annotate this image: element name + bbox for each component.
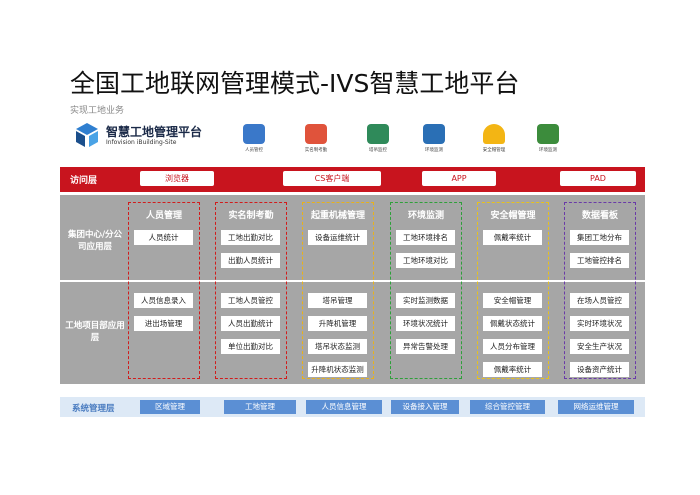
module-column: 环境监测工地环境排名工地环境对比实时监测数据环境状况统计异常告警处理 <box>390 202 462 379</box>
site-function-item[interactable]: 设备资产统计 <box>570 362 629 377</box>
module-column: 起重机械管理设备运维统计塔吊管理升降机管理塔吊状态监测升降机状态监测 <box>302 202 374 379</box>
feature-icon-label: 环境监测 <box>425 148 443 153</box>
group-function-item[interactable]: 设备运维统计 <box>308 230 367 245</box>
group-function-item[interactable]: 工地环境排名 <box>396 230 455 245</box>
module-column: 实名制考勤工地出勤对比出勤人员统计工地人员管控人员出勤统计单位出勤对比 <box>215 202 287 379</box>
dashboard-icon <box>537 124 559 144</box>
access-layer: 访问层 浏览器 CS客户端 APP PAD <box>60 167 645 192</box>
logo-cube-icon <box>76 123 98 147</box>
site-function-item[interactable]: 在场人员管控 <box>570 293 629 308</box>
sys-device-access-management[interactable]: 设备接入管理 <box>391 400 459 414</box>
site-layer-label: 工地项目部应用层 <box>65 321 125 343</box>
group-function-item[interactable]: 集团工地分布 <box>570 230 629 245</box>
site-function-item[interactable]: 塔吊状态监测 <box>308 339 367 354</box>
page-subtitle: 实现工地业务 <box>70 106 125 116</box>
site-function-item[interactable]: 升降机管理 <box>308 316 367 331</box>
site-function-item[interactable]: 人员出勤统计 <box>221 316 280 331</box>
feature-icon-item[interactable]: 塔吊监控 <box>354 122 402 162</box>
module-title: 起重机械管理 <box>310 211 365 221</box>
sys-personnel-info-management[interactable]: 人员信息管理 <box>306 400 382 414</box>
feature-icon-item[interactable]: 安全帽管理 <box>470 122 518 162</box>
access-layer-label: 访问层 <box>70 176 98 186</box>
calendar-icon <box>305 124 327 144</box>
site-function-item[interactable]: 工地人员管控 <box>221 293 280 308</box>
group-function-item[interactable]: 人员统计 <box>134 230 193 245</box>
group-function-item[interactable]: 工地管控排名 <box>570 253 629 268</box>
sys-region-management[interactable]: 区域管理 <box>140 400 200 414</box>
site-function-item[interactable]: 安全帽管理 <box>483 293 542 308</box>
feature-icon-label: 塔吊监控 <box>369 148 387 153</box>
module-column: 数据看板集团工地分布工地管控排名在场人员管控实时环境状况安全生产状况设备资产统计 <box>564 202 636 379</box>
logo-subtitle: Infovision iBuilding-Site <box>106 139 177 146</box>
logo-title: 智慧工地管理平台 <box>106 125 203 139</box>
module-title: 人员管理 <box>145 211 182 221</box>
module-title: 实名制考勤 <box>228 211 274 221</box>
feature-icon-label: 环境监测 <box>539 148 557 153</box>
person-icon <box>243 124 265 144</box>
group-layer-label: 集团中心/分公司应用层 <box>67 230 123 252</box>
system-layer: 系统管理层 区域管理 工地管理 人员信息管理 设备接入管理 综合管控管理 网络运… <box>60 397 645 417</box>
access-app[interactable]: APP <box>422 171 496 186</box>
feature-icon-item[interactable]: 环境监测 <box>410 122 458 162</box>
feature-icon-label: 实名制考勤 <box>304 148 328 153</box>
access-browser[interactable]: 浏览器 <box>140 171 214 186</box>
page-title: 全国工地联网管理模式-IVS智慧工地平台 <box>70 69 520 98</box>
group-function-item[interactable]: 工地出勤对比 <box>221 230 280 245</box>
feature-icon-item[interactable]: 人员管控 <box>230 122 278 162</box>
crane-monitor-icon <box>367 124 389 144</box>
feature-icon-label: 安全帽管理 <box>482 148 506 153</box>
module-column: 安全帽管理佩戴率统计安全帽管理佩戴状态统计人员分布管理佩戴率统计 <box>477 202 549 379</box>
group-function-item[interactable]: 工地环境对比 <box>396 253 455 268</box>
site-function-item[interactable]: 安全生产状况 <box>570 339 629 354</box>
feature-icon-row: 人员管控 实名制考勤 塔吊监控 环境监测 安全帽管理 环境监测 <box>230 122 570 162</box>
access-pad[interactable]: PAD <box>560 171 636 186</box>
sys-network-ops-management[interactable]: 网络运维管理 <box>558 400 634 414</box>
logo: 智慧工地管理平台 Infovision iBuilding-Site <box>72 120 202 154</box>
group-function-item[interactable]: 佩戴率统计 <box>483 230 542 245</box>
feature-icon-label: 人员管控 <box>245 148 263 153</box>
site-function-item[interactable]: 人员信息录入 <box>134 293 193 308</box>
access-cs-client[interactable]: CS客户端 <box>283 171 381 186</box>
sys-integrated-control-management[interactable]: 综合管控管理 <box>470 400 545 414</box>
site-function-item[interactable]: 进出场管理 <box>134 316 193 331</box>
site-function-item[interactable]: 佩戴状态统计 <box>483 316 542 331</box>
system-layer-label: 系统管理层 <box>72 404 115 414</box>
site-function-item[interactable]: 异常告警处理 <box>396 339 455 354</box>
feature-icon-item[interactable]: 实名制考勤 <box>292 122 340 162</box>
site-function-item[interactable]: 人员分布管理 <box>483 339 542 354</box>
site-function-item[interactable]: 塔吊管理 <box>308 293 367 308</box>
module-title: 安全帽管理 <box>490 211 536 221</box>
sys-site-management[interactable]: 工地管理 <box>224 400 296 414</box>
group-function-item[interactable]: 出勤人员统计 <box>221 253 280 268</box>
module-column: 人员管理人员统计人员信息录入进出场管理 <box>128 202 200 379</box>
module-title: 环境监测 <box>407 211 444 221</box>
site-function-item[interactable]: 升降机状态监测 <box>308 362 367 377</box>
site-function-item[interactable]: 佩戴率统计 <box>483 362 542 377</box>
site-function-item[interactable]: 环境状况统计 <box>396 316 455 331</box>
helmet-icon <box>483 124 505 144</box>
feature-icon-item[interactable]: 环境监测 <box>524 122 572 162</box>
module-title: 数据看板 <box>581 211 618 221</box>
site-function-item[interactable]: 实时环境状况 <box>570 316 629 331</box>
environment-monitor-icon <box>423 124 445 144</box>
site-function-item[interactable]: 实时监测数据 <box>396 293 455 308</box>
site-function-item[interactable]: 单位出勤对比 <box>221 339 280 354</box>
